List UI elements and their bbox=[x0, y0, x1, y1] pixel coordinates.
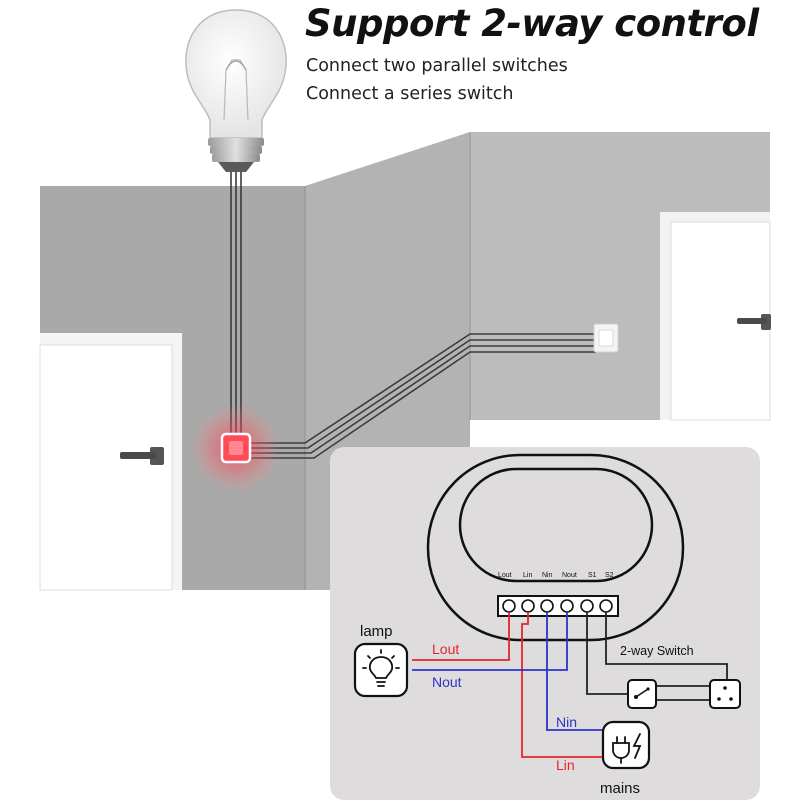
label-lamp: lamp bbox=[360, 623, 393, 640]
feature-line: Connect two parallel switches bbox=[306, 56, 568, 76]
wire-lout bbox=[412, 612, 510, 661]
feature-line: Connect a series switch bbox=[306, 84, 514, 104]
terminal-label: Lin bbox=[523, 572, 532, 579]
terminal-lout bbox=[502, 599, 516, 613]
terminal-label: Nout bbox=[562, 572, 577, 579]
label-mains: mains bbox=[600, 780, 640, 797]
lamp-icon bbox=[362, 649, 400, 687]
terminal-label: Nin bbox=[542, 572, 553, 579]
wire-nout bbox=[412, 612, 568, 671]
terminal-s2 bbox=[599, 599, 613, 613]
terminal-label: Lout bbox=[498, 572, 512, 579]
terminal-labels: Lout Lin Nin Nout S1 S2 bbox=[498, 572, 614, 579]
terminal-label: S1 bbox=[588, 572, 597, 579]
light-bulb-icon bbox=[185, 9, 287, 172]
page-title: Support 2-way control bbox=[305, 2, 759, 45]
module-outline-inner bbox=[458, 467, 654, 583]
terminal-screws bbox=[502, 599, 613, 613]
terminal-nout bbox=[560, 599, 574, 613]
wire-s1 bbox=[586, 612, 628, 695]
terminal-lin bbox=[521, 599, 535, 613]
door-panel bbox=[39, 344, 173, 591]
mains-box bbox=[601, 720, 651, 770]
label-lout: Lout bbox=[432, 641, 459, 657]
smart-module-glow bbox=[190, 402, 282, 494]
door-handle-icon bbox=[737, 314, 771, 330]
label-lin: Lin bbox=[556, 757, 575, 773]
switch-icon bbox=[627, 679, 657, 709]
wires bbox=[412, 612, 728, 758]
lamp-cable bbox=[230, 172, 242, 440]
terminal-s1 bbox=[580, 599, 594, 613]
label-2way-switch: 2-way Switch bbox=[620, 644, 694, 658]
wire-nin bbox=[546, 612, 603, 731]
left-door bbox=[39, 333, 182, 591]
right-door bbox=[660, 212, 771, 421]
terminal-nin bbox=[540, 599, 554, 613]
wire-s2 bbox=[605, 612, 728, 683]
plug-icon bbox=[612, 733, 642, 764]
wiring-diagram-panel: Lout Lin Nin Nout S1 S2 bbox=[330, 447, 760, 800]
label-nout: Nout bbox=[432, 674, 462, 690]
wire-lin bbox=[521, 612, 603, 758]
wall-switch bbox=[593, 323, 619, 353]
switch-icon bbox=[709, 679, 741, 709]
terminal-label: S2 bbox=[605, 572, 614, 579]
door-handle-icon bbox=[120, 447, 164, 465]
module-outline-outer bbox=[426, 453, 685, 642]
label-nin: Nin bbox=[556, 714, 577, 730]
